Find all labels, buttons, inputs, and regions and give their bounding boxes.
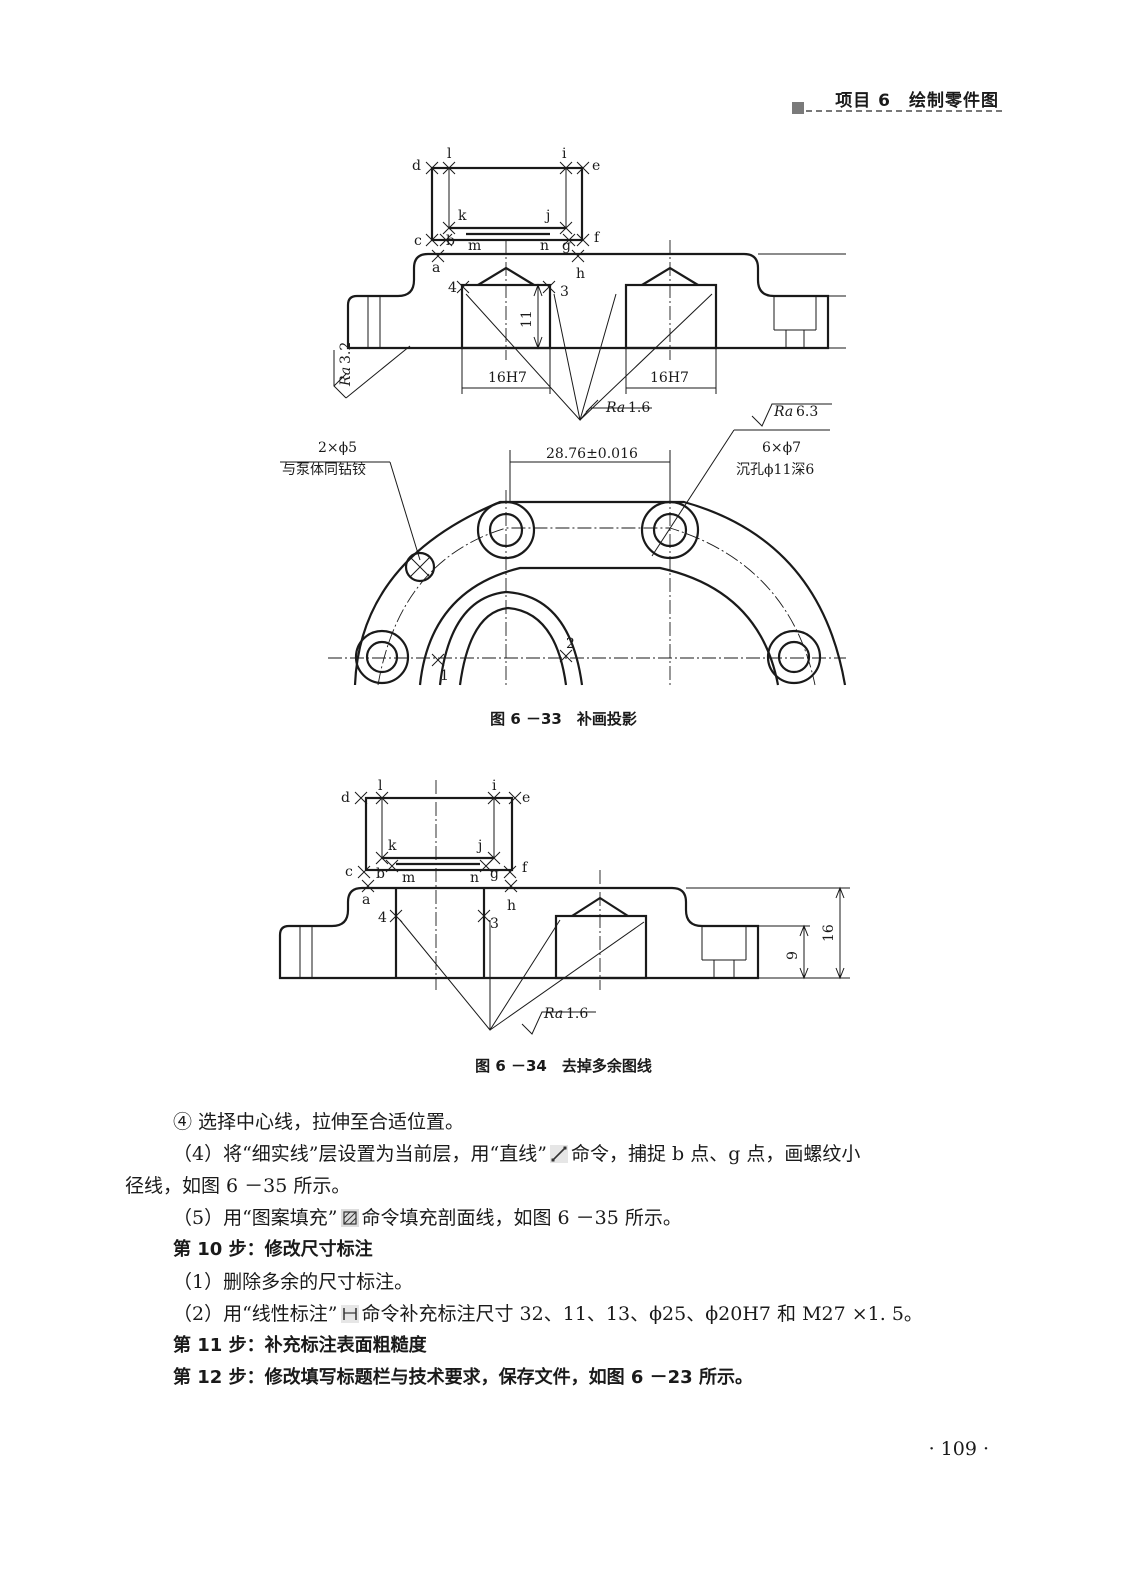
svg-text:3: 3 [490,916,499,932]
para-delete-dims: （1）删除多余的尺寸标注。 [173,1271,414,1293]
svg-text:l: l [378,778,383,794]
figure-6-33: 11 16H7 16H7 Ra 1.6 Ra 3.2 Ra 6.3 28.76±… [280,146,847,686]
dim-16: 16 [821,924,837,942]
body-text: ④ 选择中心线，拉伸至合适位置。 （4）将“细实线”层设置为当前层，用“直线”命… [125,1106,1005,1394]
fig2-point-labels: d l i e k j c b m n g f a h 4 3 [341,778,530,932]
svg-text:g: g [490,866,499,882]
svg-text:m: m [468,238,481,254]
svg-text:4: 4 [448,280,457,296]
svg-text:a: a [362,892,370,908]
front-view-body [346,252,830,350]
svg-text:f: f [594,230,601,246]
svg-text:Ra: Ra [605,400,625,416]
figure-6-33-caption: 图 6 －33 补画投影 [490,710,637,728]
fig2-front-body [278,886,760,980]
svg-text:b: b [446,233,455,249]
svg-text:e: e [592,158,600,174]
svg-text:1.6: 1.6 [566,1006,588,1022]
svg-text:i: i [562,146,567,162]
header-title: 项目 6 绘制零件图 [835,91,999,111]
line-tool-icon [549,1145,568,1163]
svg-text:n: n [540,238,549,254]
header-marker [792,102,804,114]
para-thin-line-cont: 径线，如图 6 －35 所示。 [125,1175,351,1197]
figure-6-34-caption: 图 6 －34 去掉多余图线 [475,1057,652,1075]
svg-text:e: e [522,790,530,806]
step-10-heading: 第 10 步：修改尺寸标注 [173,1239,373,1260]
step-11-heading: 第 11 步：补充标注表面粗糙度 [173,1335,427,1356]
hole-right [624,283,718,350]
pin-holes-label: 2×ϕ5 [318,440,357,456]
step-12-heading: 第 12 步：修改填写标题栏与技术要求，保存文件，如图 6 －23 所示。 [173,1367,753,1388]
svg-text:Ra: Ra [543,1006,563,1022]
svg-text:a: a [432,260,440,276]
svg-text:b: b [376,866,385,882]
para-step-4: ④ 选择中心线，拉伸至合适位置。 [173,1111,465,1133]
dim-9: 9 [785,951,801,960]
svg-text:6.3: 6.3 [796,404,818,420]
top-view-outline [353,500,847,686]
outer-rect [430,166,584,242]
svg-text:k: k [388,838,397,854]
linear-dimension-icon [340,1305,359,1323]
hatch-tool-icon [340,1209,359,1227]
svg-text:i: i [492,778,497,794]
figure-6-34: 9 16 Ra 1.6 d l i e k j c b m n g f a h … [278,778,850,1035]
svg-text:c: c [345,864,353,880]
svg-text:4: 4 [378,910,387,926]
svg-text:1.6: 1.6 [628,400,650,416]
bolt-holes-label: 6×ϕ7 [762,440,801,456]
svg-text:j: j [476,838,482,854]
svg-text:m: m [402,870,415,886]
dim-16h7-right: 16H7 [650,370,689,386]
svg-text:j: j [544,208,550,224]
svg-text:g: g [562,238,571,254]
svg-text:3: 3 [560,284,569,300]
header-rule [806,110,1002,112]
dim-center-distance: 28.76±0.016 [546,446,638,462]
svg-text:c: c [414,233,422,249]
svg-text:1: 1 [440,668,449,684]
svg-text:3.2: 3.2 [338,342,354,364]
pin-holes-note: 与泵体同钻铰 [282,462,366,478]
svg-text:n: n [470,870,479,886]
svg-text:d: d [341,790,350,806]
svg-text:l: l [447,146,452,162]
bolt-holes-note: 沉孔ϕ11深6 [736,462,814,478]
para-thin-line: （4）将“细实线”层设置为当前层，用“直线”命令，捕捉 b 点、g 点，画螺纹小 [173,1143,861,1165]
para-linear-dim: （2）用“线性标注”命令补充标注尺寸 32、11、13、ϕ25、ϕ20H7 和 … [173,1303,923,1325]
fig1-point-labels: d l i e k j c b m n g f a h 4 3 1 2 [412,146,601,684]
page-number: · 109 · [928,1438,989,1460]
dim-16h7-left: 16H7 [488,370,527,386]
svg-text:f: f [522,860,529,876]
para-hatch: （5）用“图案填充”命令填充剖面线，如图 6 －35 所示。 [173,1207,682,1229]
svg-text:h: h [507,898,516,914]
svg-text:2: 2 [566,636,575,652]
svg-text:h: h [576,266,585,282]
svg-text:Ra: Ra [773,404,793,420]
dim-11: 11 [519,310,535,328]
svg-text:d: d [412,158,421,174]
svg-text:Ra: Ra [338,367,354,387]
svg-text:k: k [458,208,467,224]
